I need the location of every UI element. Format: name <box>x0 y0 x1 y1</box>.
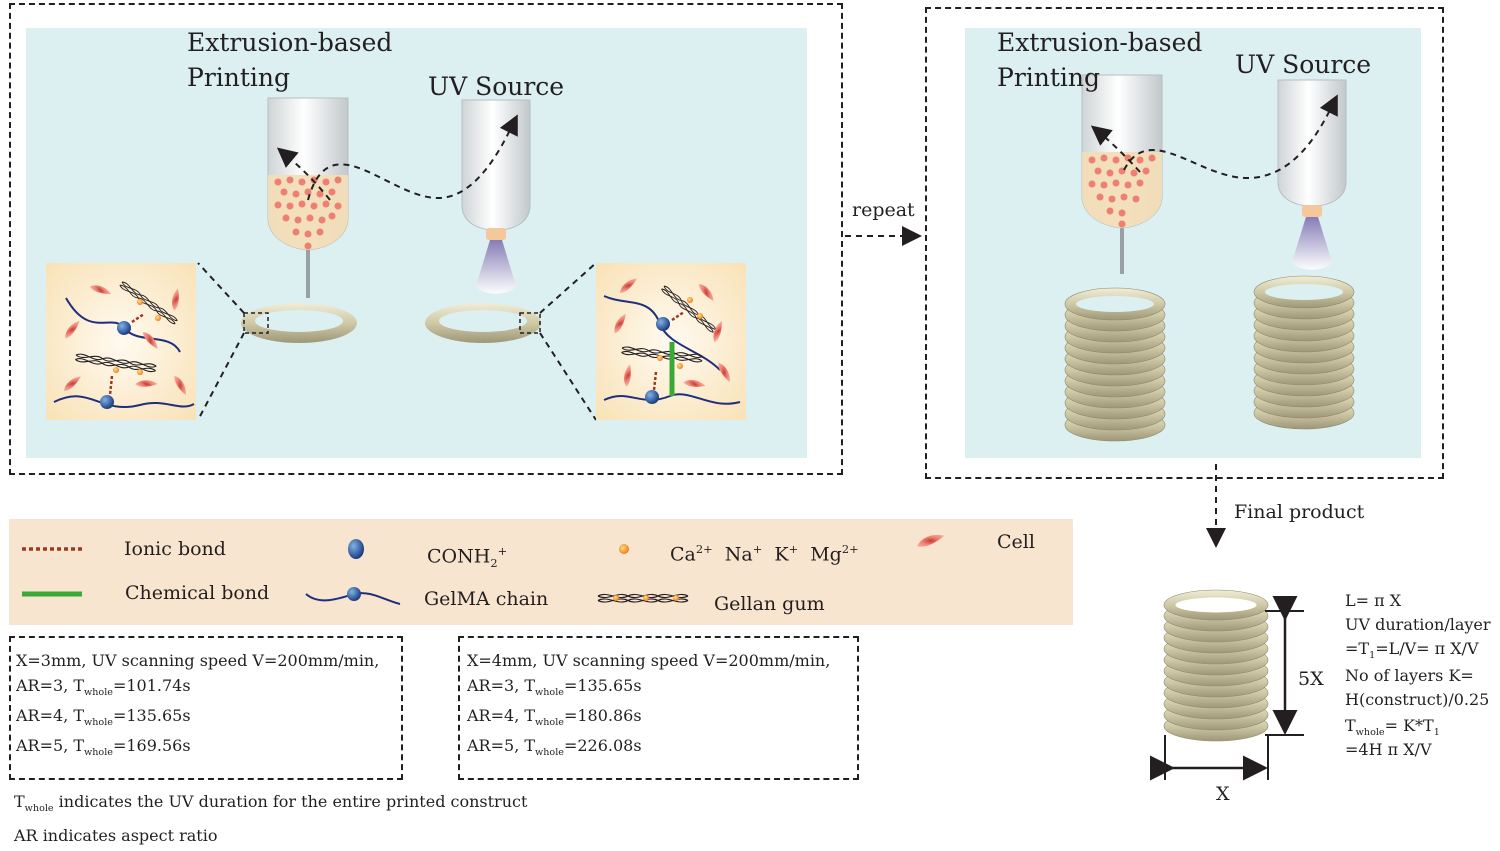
params-3mm-row: AR=3, Twhole=101.74s <box>16 676 191 699</box>
params-3mm-row: AR=5, Twhole=169.56s <box>16 736 191 759</box>
coil-opening <box>1175 597 1257 613</box>
legend-gellan-gum: Gellan gum <box>714 593 825 615</box>
cell-swatch <box>917 534 945 547</box>
right-step-frame <box>925 7 1444 479</box>
left-uv-label: UV Source <box>428 72 565 101</box>
left-zoom-inset <box>46 263 196 420</box>
legend-band <box>9 519 1073 625</box>
t-whole-note: Twhole indicates the UV duration for the… <box>14 792 528 815</box>
final-product-coil <box>1163 589 1269 742</box>
formula-t1: =T1=L/V= π X/V <box>1345 639 1479 662</box>
left-uv-lamp <box>461 99 531 294</box>
legend-cell: Cell <box>997 531 1035 553</box>
params-3mm-line1: X=3mm, UV scanning speed V=200mm/min, <box>16 651 380 670</box>
formula-no-layers: No of layers K= <box>1345 666 1474 685</box>
coil-opening <box>1265 284 1343 300</box>
gelma-chain-swatch <box>305 587 401 605</box>
right-uv-lamp <box>1277 79 1347 270</box>
conh2-swatch <box>348 539 364 559</box>
right-uv-label: UV Source <box>1235 50 1372 79</box>
params-4mm-row: AR=3, Twhole=135.65s <box>467 676 642 699</box>
formula-t-whole: Twhole= K*T1 <box>1345 716 1440 739</box>
params-4mm-row: AR=5, Twhole=226.08s <box>467 736 642 759</box>
ar-note: AR indicates aspect ratio <box>14 826 218 845</box>
params-4mm-line1: X=4mm, UV scanning speed V=200mm/min, <box>467 651 831 670</box>
left-step-frame <box>9 3 843 475</box>
formula-uv-duration: UV duration/layer <box>1345 615 1491 634</box>
params-box-4mm <box>458 636 859 780</box>
params-3mm-row: AR=4, Twhole=135.65s <box>16 706 191 729</box>
right-extrusion-label-2: Printing <box>997 63 1101 92</box>
left-extrusion-label-2: Printing <box>187 63 291 92</box>
height-dimension-label: 5X <box>1298 668 1324 690</box>
left-printed-ring <box>241 303 357 343</box>
legend-conh2: CONH2+ <box>427 544 508 571</box>
legend-chemical-bond: Chemical bond <box>125 582 270 604</box>
formula-t-whole-result: =4H π X/V <box>1345 740 1432 759</box>
formula-h-construct: H(construct)/0.25 <box>1345 690 1490 709</box>
final-product-label: Final product <box>1234 501 1365 523</box>
width-dimension-label: X <box>1216 783 1230 805</box>
left-cured-ring <box>425 303 541 343</box>
coil-opening <box>1076 296 1154 312</box>
ion-swatch <box>619 544 629 554</box>
legend-ions: Ca2+ Na+ K+ Mg2+ <box>670 542 859 566</box>
formula-l: L= π X <box>1345 591 1402 610</box>
params-4mm-row: AR=4, Twhole=180.86s <box>467 706 642 729</box>
legend-gelma-chain: GelMA chain <box>424 588 549 610</box>
right-panel-coils <box>1064 275 1355 442</box>
right-extrusion-label-1: Extrusion-based <box>997 28 1203 57</box>
left-extrusion-label-1: Extrusion-based <box>187 28 393 57</box>
right-zoom-inset <box>596 263 746 420</box>
legend-ionic-bond: Ionic bond <box>124 538 226 560</box>
gellan-gum-swatch <box>597 593 689 603</box>
repeat-label: repeat <box>852 199 915 221</box>
params-box-3mm <box>9 636 403 780</box>
right-syringe <box>1081 74 1163 274</box>
